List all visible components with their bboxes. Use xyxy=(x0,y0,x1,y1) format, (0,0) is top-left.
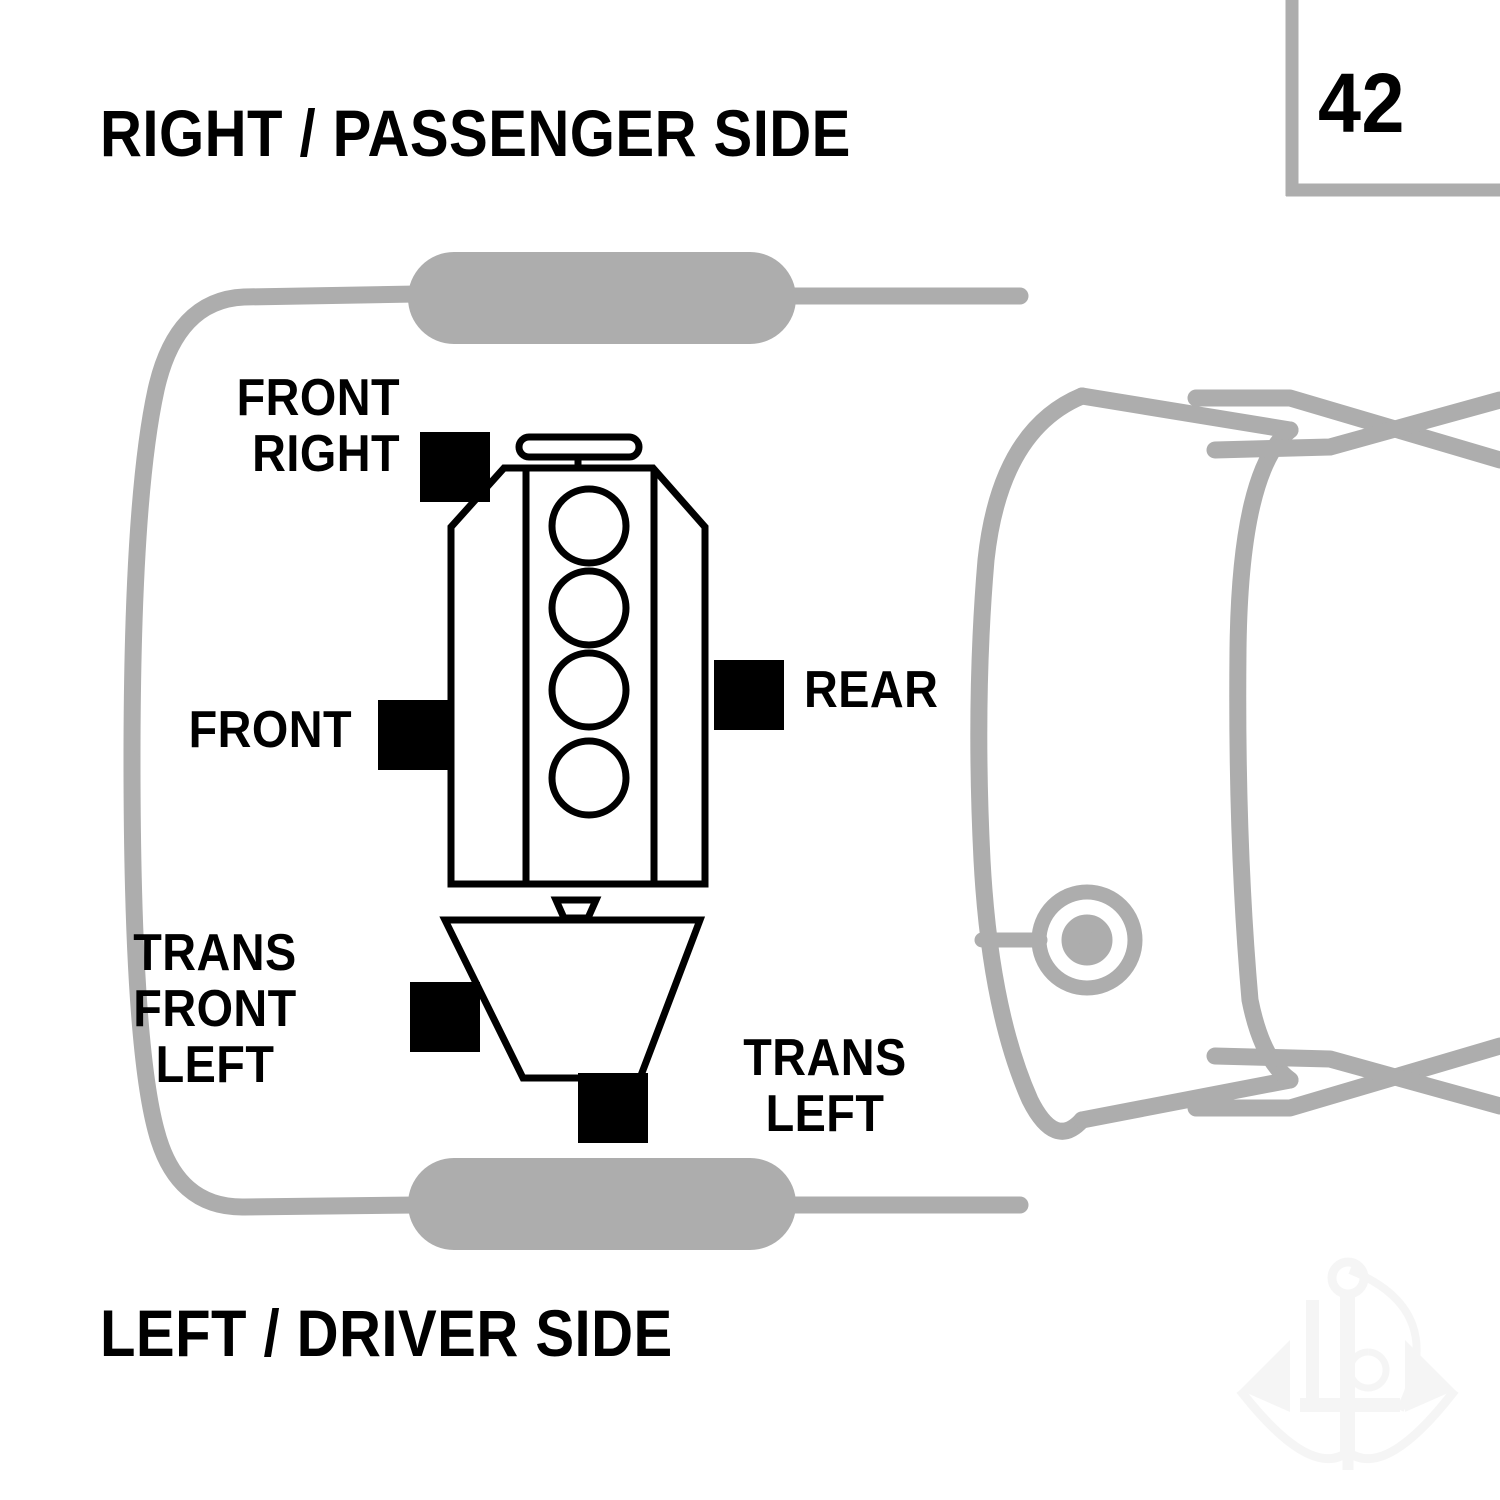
callout-label-front: FRONT xyxy=(188,701,352,759)
mount-marker-front-right[interactable] xyxy=(420,432,490,502)
page-number-frame xyxy=(1285,0,1500,197)
callout-label-front-right: FRONT RIGHT xyxy=(236,369,400,484)
engine-block xyxy=(447,433,709,888)
wheel-front-left xyxy=(408,1158,796,1250)
vehicle-body-outline xyxy=(123,285,1029,1216)
vehicle-panel-lines xyxy=(1187,389,1500,1117)
callout-label-trans-front-left: TRANS FRONT LEFT xyxy=(133,924,297,1095)
anchor-watermark-icon xyxy=(1240,1262,1455,1470)
orientation-label-bottom: LEFT / DRIVER SIDE xyxy=(100,1296,673,1370)
transmission-housing xyxy=(439,896,706,1082)
mount-marker-trans-front-left[interactable] xyxy=(410,982,480,1052)
steering-wheel-icon xyxy=(974,884,1143,996)
callout-label-trans-left: TRANS LEFT xyxy=(743,1029,907,1144)
wheel-front-right xyxy=(408,252,796,344)
mount-marker-trans-left[interactable] xyxy=(578,1073,648,1143)
callout-label-rear: REAR xyxy=(804,661,939,719)
mount-marker-rear[interactable] xyxy=(714,660,784,730)
mount-marker-front[interactable] xyxy=(378,700,448,770)
engine-valve-cover-bar xyxy=(515,433,643,470)
vehicle-cabin-outline xyxy=(970,387,1299,1140)
orientation-label-top: RIGHT / PASSENGER SIDE xyxy=(100,96,851,170)
page-number: 42 xyxy=(1318,56,1405,150)
